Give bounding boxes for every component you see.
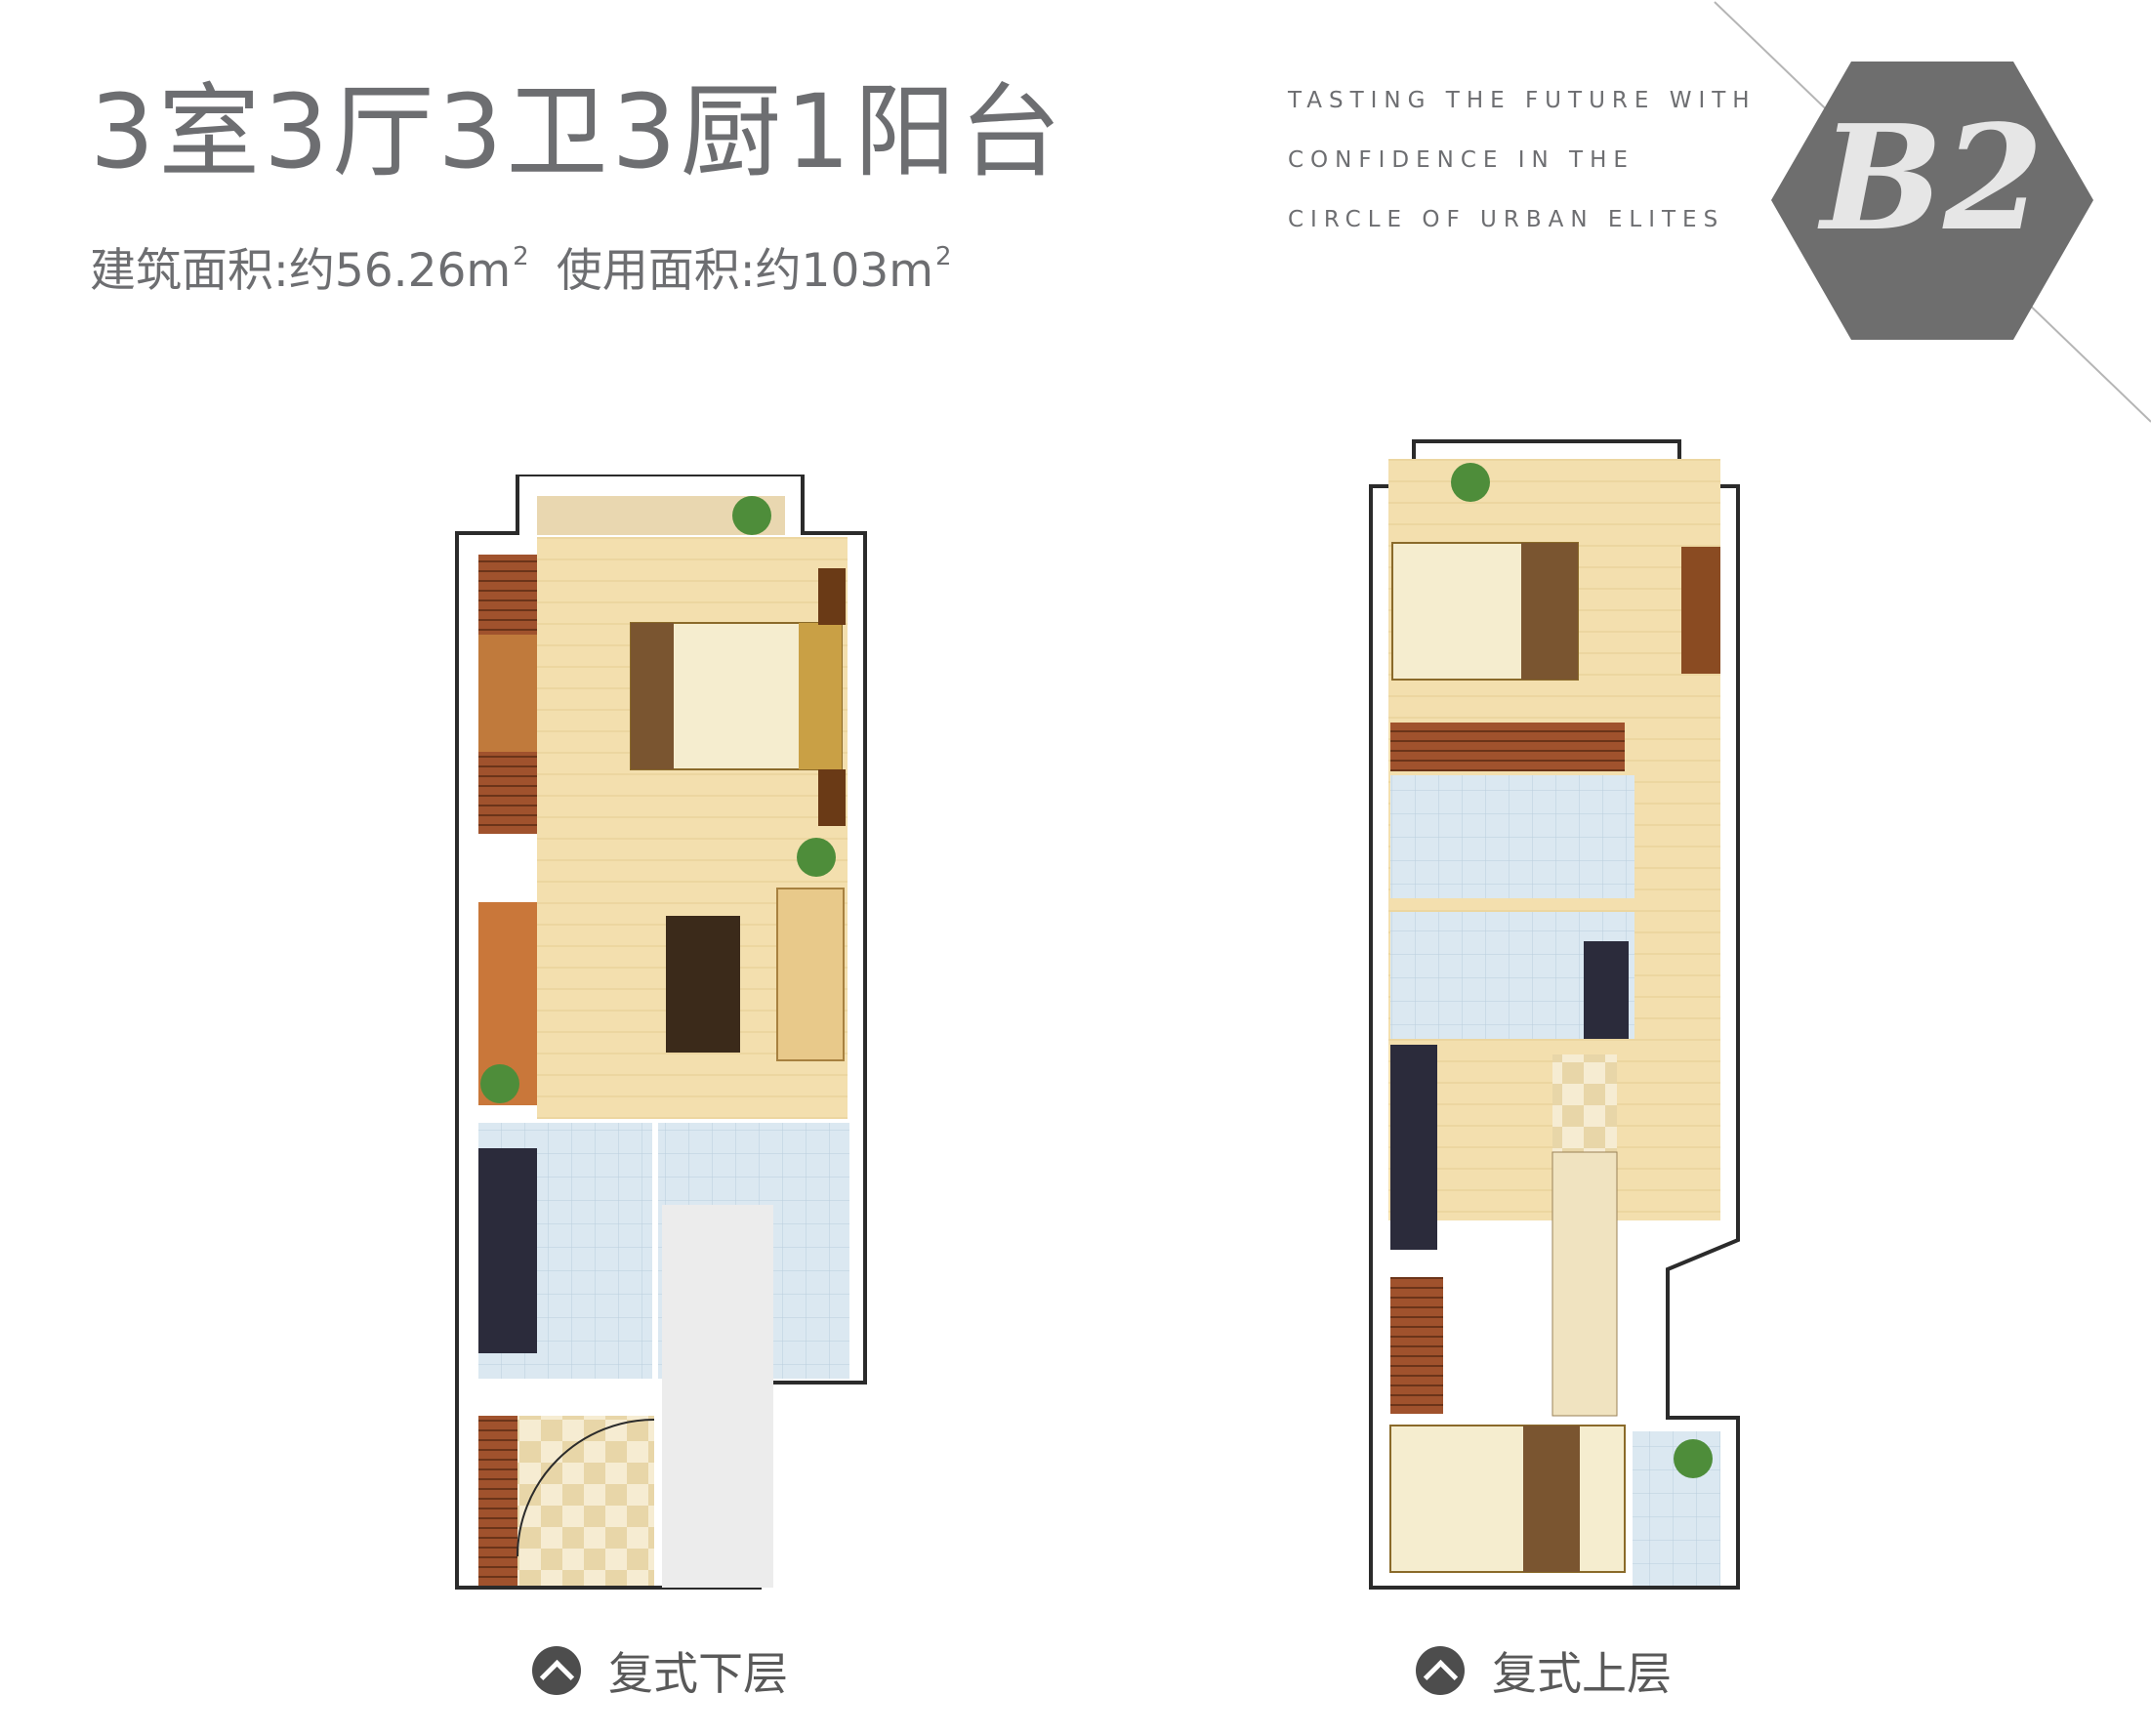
up-arrow-icon	[1416, 1646, 1465, 1695]
slogan-line: CIRCLE OF URBAN ELITES	[1288, 207, 1725, 232]
floor-label-lower-text: 复式下层	[608, 1647, 788, 1700]
floor-label-lower: 复式下层	[532, 1638, 788, 1703]
slogan-line: CONFIDENCE IN THE	[1288, 147, 1634, 173]
built-area-text: 建筑面积:约56.26m	[90, 244, 512, 298]
slogan: TASTING THE FUTURE WITH CONFIDENCE IN TH…	[1288, 85, 1757, 264]
floor-label-upper-text: 复式上层	[1492, 1647, 1672, 1700]
unit-type-hexagon	[1771, 62, 2093, 340]
up-arrow-icon	[532, 1646, 581, 1695]
unit-type-label: B2	[1820, 93, 2045, 263]
usable-area-unit-sup: 2	[935, 242, 952, 271]
page-title: 3室3厅3卫3厨1阳台	[90, 72, 1065, 191]
floor-plan-upper	[1369, 439, 1740, 1590]
floor-label-upper: 复式上层	[1416, 1638, 1672, 1703]
slogan-line: TASTING THE FUTURE WITH	[1288, 88, 1757, 113]
built-area-unit-sup: 2	[513, 242, 529, 271]
floor-plan-lower	[455, 475, 867, 1590]
usable-area-text: 使用面积:约103m	[556, 244, 934, 298]
